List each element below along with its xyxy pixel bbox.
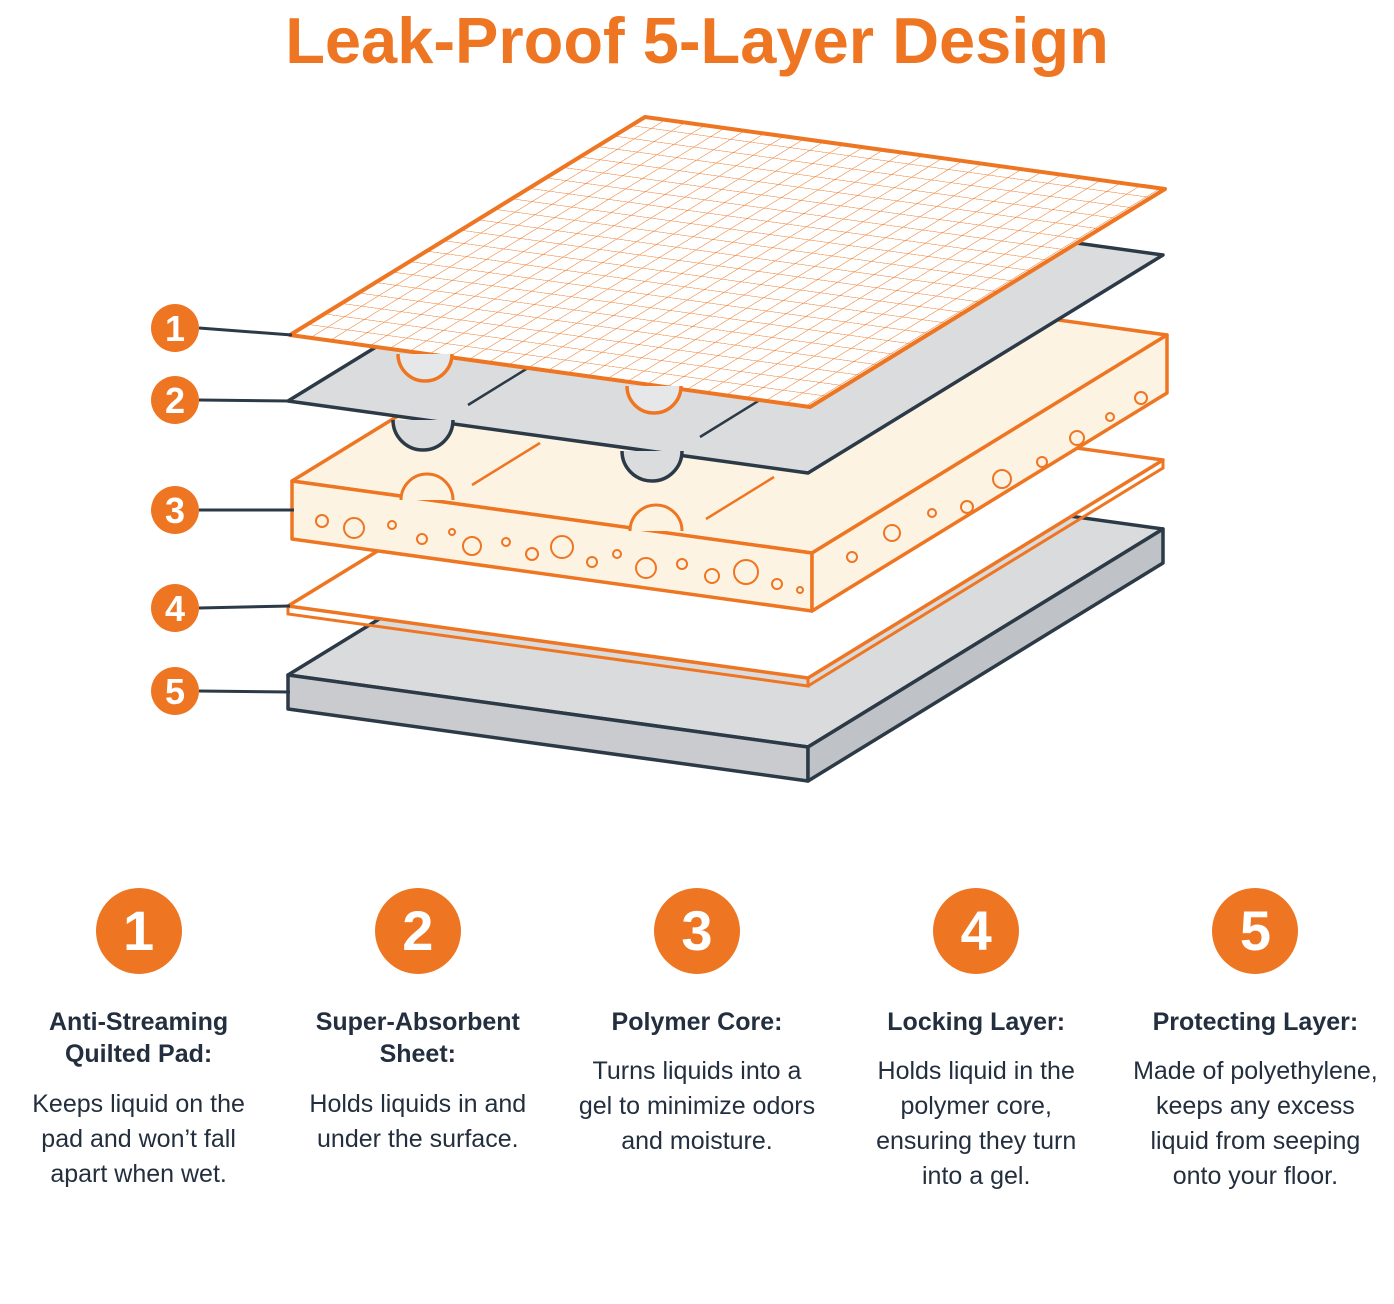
- svg-text:1: 1: [165, 308, 185, 349]
- legend-number-badge-2: 2: [374, 887, 461, 974]
- legend-description-1: Keeps liquid on the pad and won’t fall a…: [32, 1089, 245, 1188]
- legend-number: 2: [402, 899, 434, 963]
- diagram-marker-4: 4: [151, 583, 199, 632]
- legend-description-5: Made of polyethylene, keeps any excess l…: [1133, 1057, 1378, 1191]
- legend-heading-1: Anti-Streaming Quilted Pad:: [49, 1007, 229, 1069]
- legend-heading-2: Super-Absorbent Sheet:: [315, 1007, 520, 1069]
- legend: 1 Anti-Streaming Quilted Pad: Keeps liqu…: [0, 887, 1394, 1195]
- legend-number: 5: [1239, 899, 1271, 963]
- legend-item-3: 3 Polymer Core: Turns liquids into a gel…: [574, 887, 819, 1195]
- diagram-marker-2: 2: [151, 375, 199, 424]
- exploded-layer-diagram: 1 2 3 4 5: [0, 83, 1394, 798]
- diagram-marker-3: 3: [151, 485, 199, 534]
- legend-number-badge-3: 3: [653, 887, 740, 974]
- legend-item-2: 2 Super-Absorbent Sheet: Holds liquids i…: [295, 887, 540, 1195]
- sheet-droplet-bump: [391, 419, 455, 452]
- legend-number: 1: [123, 899, 155, 963]
- core-shine-lines: [471, 441, 775, 520]
- legend-number-badge-1: 1: [95, 887, 182, 974]
- legend-item-1: 1 Anti-Streaming Quilted Pad: Keeps liqu…: [16, 887, 261, 1195]
- svg-text:5: 5: [165, 671, 185, 712]
- core-notch: [399, 472, 455, 500]
- core-bubbles: [315, 390, 1148, 594]
- legend-item-5: 5 Protecting Layer: Made of polyethylene…: [1133, 887, 1378, 1195]
- legend-heading-5: Protecting Layer:: [1152, 1007, 1359, 1036]
- infographic-page: Leak-Proof 5-Layer Design: [0, 4, 1394, 1304]
- legend-number-badge-5: 5: [1212, 887, 1299, 974]
- legend-description-3: Turns liquids into a gel to minimize odo…: [578, 1057, 816, 1156]
- legend-number-badge-4: 4: [933, 887, 1020, 974]
- legend-heading-4: Locking Layer:: [887, 1007, 1066, 1036]
- legend-heading-3: Polymer Core:: [611, 1007, 783, 1036]
- svg-text:4: 4: [165, 588, 185, 629]
- diagram-marker-5: 5: [151, 666, 199, 715]
- legend-number: 3: [681, 899, 713, 963]
- sheet-droplet-bump: [620, 450, 684, 483]
- legend-description-2: Holds liquids in and under the surface.: [309, 1089, 527, 1153]
- page-title: Leak-Proof 5-Layer Design: [285, 4, 1109, 77]
- leader-lines: [198, 326, 294, 694]
- diagram-marker-1: 1: [151, 303, 199, 352]
- core-notch: [628, 503, 684, 531]
- diagram-callouts: 1 2 3 4 5: [151, 303, 294, 715]
- legend-item-4: 4 Locking Layer: Holds liquid in the pol…: [854, 887, 1099, 1195]
- mesh-droplet-bump: [625, 385, 683, 415]
- legend-description-4: Holds liquid in the polymer core, ensuri…: [876, 1057, 1077, 1191]
- legend-number: 4: [960, 899, 992, 963]
- sheet-shine-lines: [467, 361, 769, 438]
- layer1-quilted-mesh: [288, 114, 1167, 415]
- exploded-layers-svg: 1 2 3 4 5: [151, 114, 1169, 783]
- mesh-droplet-bump: [396, 353, 454, 383]
- svg-text:2: 2: [165, 380, 185, 421]
- svg-text:3: 3: [165, 490, 185, 531]
